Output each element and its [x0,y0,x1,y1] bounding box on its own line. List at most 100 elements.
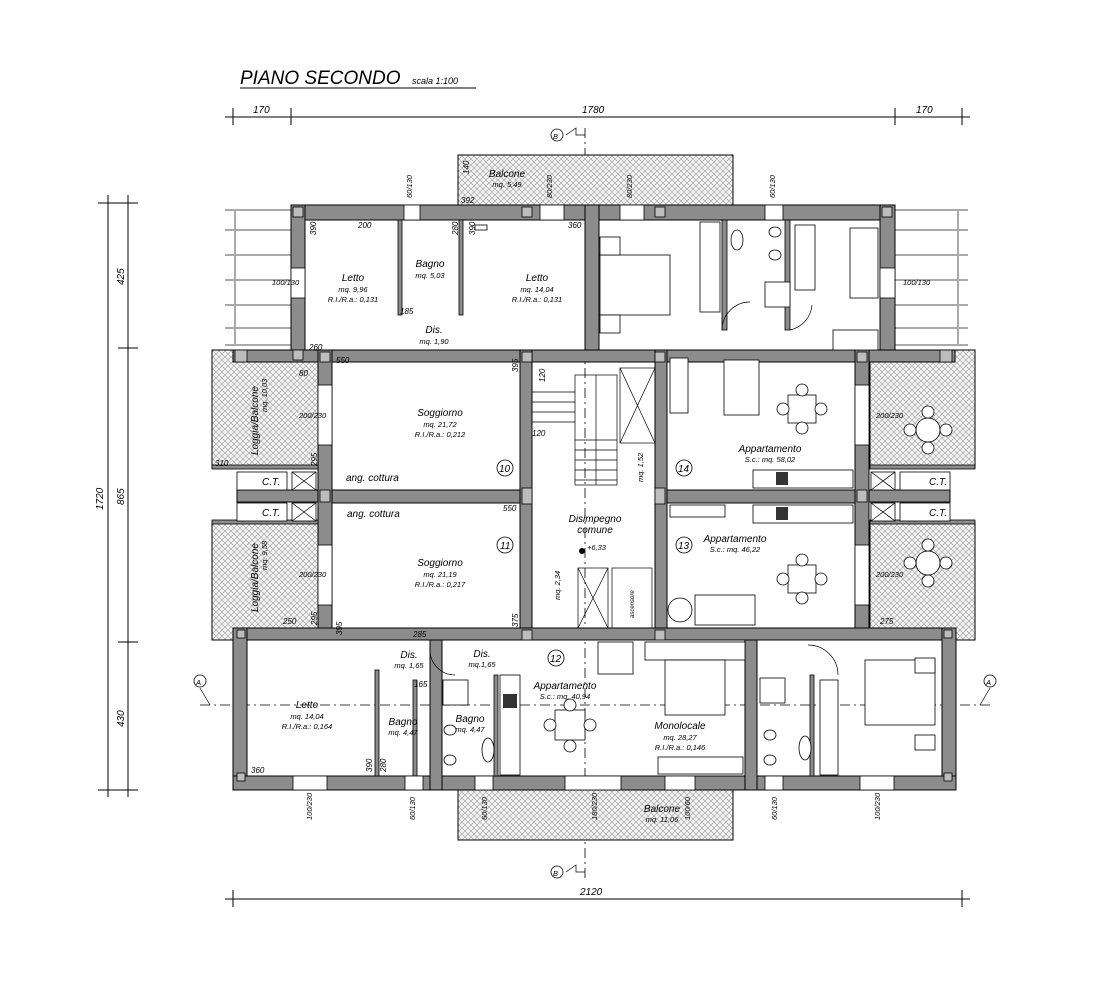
annotation-label: 390 [468,221,477,235]
dim-left-top: 425 [116,268,127,285]
wall-dimensions: 200 390 280 390 360 185 260 550 395 80 3… [215,160,894,775]
annotation-label: 100 [903,278,916,287]
room-area: mq. 5,49 [492,180,522,189]
room-area: mq. 14,04 [520,285,553,294]
annotation-label: 185 [400,307,414,316]
room-name: Soggiorno [417,408,463,419]
annotation-label: 230 [313,570,327,579]
annotation-label: 230 [590,792,599,806]
room-name: Monolocale [654,721,706,732]
room-name: Balcone [489,169,526,180]
dim-top-center: 1780 [582,105,605,116]
annotation-label: 60 [405,189,414,198]
section-a-left-label: A [195,678,201,687]
room-name: Letto [296,700,319,711]
loggia-left-top [211,349,319,469]
outdoor-table-icon [915,417,941,443]
annotation-label: 275 [879,617,894,626]
room-area: mq.1,65 [468,660,496,669]
room-ratio: R.I./R.a.: 0,164 [282,722,332,731]
kitchen-corner-label: ang. cottura [347,509,400,520]
annotation-label: 360 [251,766,265,775]
annotation-label: 395 [511,358,520,372]
svg-text:100/130: 100/130 [272,278,300,287]
dim-top-right: 170 [916,105,933,116]
ct-label: C.T. [929,508,947,519]
annotation-label: 130 [405,174,414,187]
svg-text:60/130: 60/130 [480,796,489,820]
balcony-bottom [457,789,734,841]
dining-table-icon [787,394,817,424]
dim-left-middle: 865 [116,488,127,505]
dim-left-total: 1720 [95,487,106,510]
annotation-label: 60 [683,796,692,805]
wardrobe-icon [644,641,746,661]
ct-label: C.T. [262,477,280,488]
kitchen-counter-icon [752,469,854,489]
elevator: ascensore [577,567,653,629]
dimension-top: 170 1780 170 [225,105,970,125]
room-name: Letto [526,273,549,284]
room-name: Appartamento [703,534,767,545]
room-name: Dis. [473,649,490,660]
dining-table-icon [787,564,817,594]
title-scale: scala 1:100 [412,76,458,86]
shower-icon [764,281,791,308]
pillars [234,206,953,782]
room-area: mq. 4,47 [388,728,418,737]
annotation-label: 390 [365,758,374,772]
annotation-label: 392 [461,196,475,205]
annotation-label: 130 [918,278,931,287]
annotation-label: 230 [890,570,904,579]
level-marker-icon [579,548,585,554]
annotation-label: 130 [408,796,417,809]
room-name: Letto [342,273,365,284]
annotation-label: 60 [768,189,777,198]
unit-number-14: 14 [678,464,690,475]
floor-level: +6,33 [587,543,607,552]
room-ratio: R.I./R.a.: 0,217 [415,580,466,589]
annotation-label: 550 [503,504,517,513]
room-area: mq. 28,27 [663,733,697,742]
ct-label: C.T. [262,508,280,519]
sofa-icon [694,594,756,626]
section-a-right-label: A [985,678,991,687]
railing-right [895,209,968,346]
tv-unit-icon [669,504,726,518]
room-area: mq. 4,47 [455,725,485,734]
kitchen-counter-icon [499,674,521,776]
section-b-bottom-label: B [553,869,558,878]
double-bed-icon [599,254,671,316]
room-name: Bagno [389,717,418,728]
svg-text:80/230: 80/230 [625,174,634,198]
annotation-label: 140 [462,160,471,174]
shower-icon [442,679,469,706]
annotation-label: 230 [873,792,882,806]
room-area: mq. 21,72 [423,420,457,429]
annotation-label: 120 [532,429,546,438]
annotation-label: 280 [451,221,460,236]
annotation-label: 200 [357,221,372,230]
annotation-label: 360 [568,221,582,230]
room-name: Balcone [644,804,681,815]
svg-text:80/230: 80/230 [545,174,554,198]
walls [211,204,976,791]
annotation-label: 100 [873,807,882,820]
ct-label: C.T. [929,477,947,488]
dimension-left: 1720 425 865 430 [95,195,138,797]
annotation-label: 130 [770,796,779,809]
svg-text:60/130: 60/130 [770,796,779,820]
svg-text:60/130: 60/130 [405,174,414,198]
sofa-icon [723,359,760,416]
room-area: S.c.: mq. 40,94 [540,692,590,701]
room-ratio: R.I./R.a.: 0,146 [655,743,706,752]
room-name: Soggiorno [417,558,463,569]
svg-text:100/230: 100/230 [305,792,314,820]
annotation-label: 375 [511,613,520,627]
annotation-label: 200 [298,411,312,420]
annotation-label: 295 [310,452,319,467]
windows [290,204,896,791]
annotation-label: 100 [683,807,692,820]
unit-number-11: 11 [500,541,510,552]
annotation-label: 395 [335,621,344,635]
